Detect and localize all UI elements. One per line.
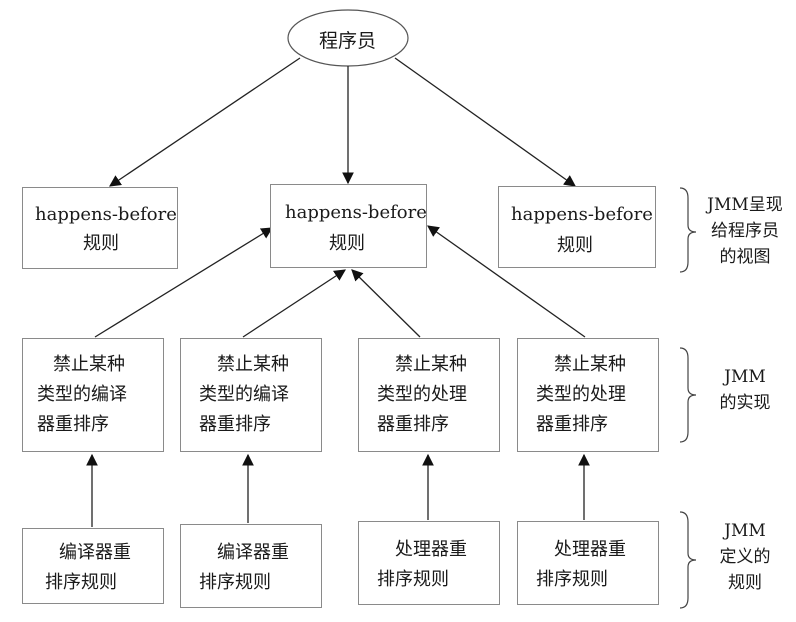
reorder-line2: 排序规则 [199,572,271,593]
brace-def [679,511,697,609]
side-label-line: 的视图 [719,247,771,267]
side-label-line: 的实现 [719,393,771,413]
side-label-line: JMM [724,367,766,387]
rule-line1: happens-before [35,204,177,225]
impl-line2: 类型的处理 [536,384,626,405]
impl-line3: 器重排序 [37,414,109,435]
reorder-box-1: 编译器重 排序规则 [22,528,164,604]
rule-line2: 规则 [329,233,365,254]
rule-box-right: happens-before 规则 [498,186,656,268]
reorder-line1: 编译器重 [217,542,289,563]
brace-view [679,187,697,273]
arrow-root-to-rule-left [109,57,301,187]
arrow-impl3-to-rule [351,269,421,338]
impl-box-3: 禁止某种 类型的处理 器重排序 [358,338,500,452]
arrow-impl2-to-rule [242,269,346,338]
impl-line1: 禁止某种 [53,354,125,375]
rule-line1: happens-before [511,204,653,225]
rule-line2: 规则 [557,235,593,256]
rule-line2: 规则 [83,233,119,254]
rule-box-center: happens-before 规则 [270,184,427,268]
side-label-impl: JMM 的实现 [700,364,790,416]
impl-line2: 类型的处理 [377,384,467,405]
impl-box-4: 禁止某种 类型的处理 器重排序 [517,338,659,452]
reorder-line2: 排序规则 [45,572,117,593]
rule-box-left: happens-before 规则 [22,187,178,269]
impl-box-2: 禁止某种 类型的编译 器重排序 [180,338,322,452]
side-label-line: JMM呈现 [707,195,783,215]
impl-line1: 禁止某种 [395,354,467,375]
arrow-impl4-to-rule [427,225,586,338]
reorder-box-2: 编译器重 排序规则 [180,524,322,608]
root-label: 程序员 [319,30,377,52]
reorder-line1: 处理器重 [395,539,467,560]
impl-line3: 器重排序 [536,414,608,435]
side-label-line: 定义的 [719,547,771,567]
impl-box-1: 禁止某种 类型的编译 器重排序 [22,338,164,452]
reorder-line1: 编译器重 [59,542,131,563]
impl-line3: 器重排序 [199,414,271,435]
side-label-line: 给程序员 [711,221,779,241]
reorder-line1: 处理器重 [554,539,626,560]
side-label-line: JMM [724,521,766,541]
impl-line1: 禁止某种 [554,354,626,375]
rule-line1: happens-before [285,202,427,223]
reorder-line2: 排序规则 [377,569,449,590]
impl-line2: 类型的编译 [199,384,289,405]
brace-impl [679,347,697,443]
reorder-line2: 排序规则 [536,569,608,590]
side-label-line: 规则 [728,573,762,593]
reorder-box-3: 处理器重 排序规则 [358,521,500,605]
side-label-view: JMM呈现 给程序员 的视图 [700,192,790,270]
side-label-def: JMM 定义的 规则 [700,518,790,596]
arrow-root-to-rule-right [394,57,576,187]
arrow-impl1-to-rule [94,227,273,338]
impl-line3: 器重排序 [377,414,449,435]
impl-line2: 类型的编译 [37,384,127,405]
reorder-box-4: 处理器重 排序规则 [517,521,659,605]
impl-line1: 禁止某种 [217,354,289,375]
